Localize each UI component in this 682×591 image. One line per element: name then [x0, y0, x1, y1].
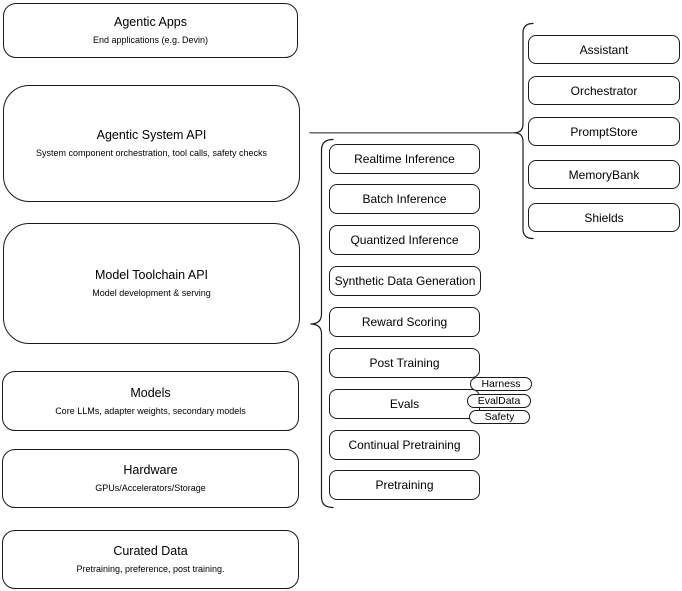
tag-harness: Harness	[470, 377, 532, 391]
tag-label: EvalData	[477, 394, 521, 407]
tag-evaldata: EvalData	[467, 394, 531, 408]
node-subtitle: System component orchestration, tool cal…	[35, 148, 268, 158]
node-subtitle: Core LLMs, adapter weights, secondary mo…	[55, 405, 246, 416]
node-label: Pretraining	[375, 478, 434, 492]
node-label: Evals	[389, 397, 420, 411]
tag-label: Harness	[481, 377, 521, 390]
node-label: Reward Scoring	[361, 315, 448, 329]
node-title: Models	[130, 385, 171, 400]
node-subtitle: Model development & serving	[92, 288, 211, 298]
node-label: PromptStore	[570, 124, 638, 139]
tag-safety: Safety	[469, 410, 530, 424]
node-title: Model Toolchain API	[94, 268, 209, 282]
node-label: Realtime Inference	[354, 152, 455, 166]
node-orchestrator: Orchestrator	[528, 76, 680, 105]
node-curated-data: Curated Data Pretraining, preference, po…	[2, 530, 299, 589]
node-label: Synthetic Data Generation	[334, 274, 476, 288]
node-subtitle: Pretraining, preference, post training.	[76, 564, 225, 574]
node-label: MemoryBank	[568, 167, 640, 182]
node-reward-scoring: Reward Scoring	[329, 307, 480, 337]
node-post-training: Post Training	[329, 348, 480, 378]
node-label: Batch Inference	[362, 192, 447, 206]
node-model-toolchain-api: Model Toolchain API Model development & …	[3, 223, 300, 344]
node-shields: Shields	[528, 203, 680, 232]
node-models: Models Core LLMs, adapter weights, secon…	[2, 371, 299, 431]
node-label: Shields	[584, 210, 624, 225]
node-memorybank: MemoryBank	[528, 160, 680, 189]
node-pretraining: Pretraining	[329, 470, 480, 500]
node-label: Continual Pretraining	[348, 438, 461, 452]
node-title: Agentic Apps	[114, 15, 187, 29]
node-label: Assistant	[579, 42, 629, 57]
node-subtitle: End applications (e.g. Devin)	[92, 35, 209, 45]
node-label: Orchestrator	[570, 83, 638, 98]
node-evals: Evals	[329, 389, 480, 419]
node-label: Quantized Inference	[350, 233, 459, 247]
node-promptstore: PromptStore	[528, 117, 680, 146]
node-continual-pretraining: Continual Pretraining	[329, 430, 480, 460]
node-batch-inference: Batch Inference	[329, 184, 480, 214]
node-agentic-system-api: Agentic System API System component orch…	[3, 85, 300, 202]
node-agentic-apps: Agentic Apps End applications (e.g. Devi…	[3, 3, 298, 58]
node-synthetic-data-generation: Synthetic Data Generation	[329, 266, 481, 296]
node-subtitle: GPUs/Accelerators/Storage	[95, 483, 206, 493]
node-title: Hardware	[123, 463, 178, 477]
node-label: Post Training	[369, 356, 440, 370]
node-realtime-inference: Realtime Inference	[329, 144, 480, 174]
node-title: Curated Data	[113, 544, 188, 558]
tag-label: Safety	[484, 410, 515, 423]
node-assistant: Assistant	[528, 35, 680, 64]
node-hardware: Hardware GPUs/Accelerators/Storage	[2, 449, 299, 508]
node-quantized-inference: Quantized Inference	[329, 225, 480, 255]
node-title: Agentic System API	[96, 128, 207, 142]
